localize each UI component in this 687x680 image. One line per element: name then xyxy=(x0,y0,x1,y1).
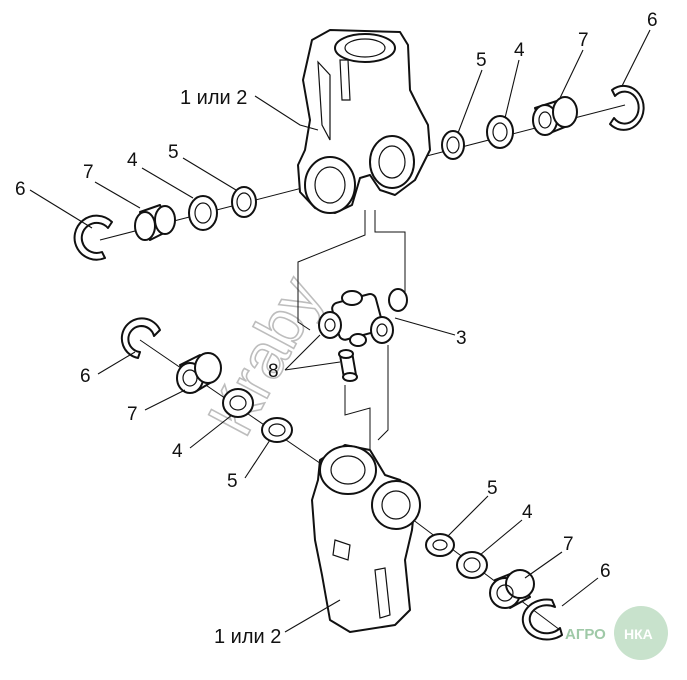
label-5-topleft: 5 xyxy=(168,142,179,163)
label-5-bottomright: 5 xyxy=(487,478,498,499)
label-8: 8 xyxy=(268,361,279,382)
label-4-bottomleft: 4 xyxy=(172,441,183,462)
leader-6-bottomleft xyxy=(97,351,136,375)
label-3: 3 xyxy=(456,328,467,349)
top-yoke xyxy=(297,29,431,214)
label-6-topleft: 6 xyxy=(15,179,26,200)
leader-7-topleft xyxy=(94,181,141,209)
top-connector-line-2 xyxy=(374,210,406,292)
top-right-bearing xyxy=(532,96,578,136)
top-left-seal xyxy=(188,195,218,231)
agronka-logo: АГРО НКА xyxy=(565,606,668,660)
leader-4-bottomright xyxy=(479,519,523,556)
label-7-topleft: 7 xyxy=(83,162,94,183)
leader-7-bottomleft xyxy=(144,389,186,411)
bottom-left-bearing xyxy=(176,352,222,394)
leader-yoke-bottom xyxy=(284,599,341,633)
label-yoke-top: 1 или 2 xyxy=(180,87,247,109)
top-left-washer xyxy=(231,186,257,218)
leader-6-topright xyxy=(621,29,651,87)
bottom-left-seal xyxy=(222,388,254,418)
top-right-seal xyxy=(486,115,514,149)
label-7-bottomright: 7 xyxy=(563,534,574,555)
leader-5-bottomright xyxy=(447,495,489,537)
leader-4-topleft xyxy=(141,167,194,199)
bottom-connector-line-2 xyxy=(377,345,389,441)
label-4-bottomright: 4 xyxy=(522,502,533,523)
logo-circle xyxy=(614,606,668,660)
bottom-connector-line xyxy=(344,385,371,455)
label-6-bottomright: 6 xyxy=(600,561,611,582)
leader-yoke-top xyxy=(254,95,319,131)
leader-5-topright xyxy=(457,69,483,134)
grease-nipple xyxy=(338,349,358,382)
logo-right-text: НКА xyxy=(624,626,653,642)
leader-8 xyxy=(284,334,341,371)
leader-3 xyxy=(394,317,456,336)
bottom-right-seal xyxy=(456,551,488,579)
leader-7-topright xyxy=(559,49,584,99)
leader-6-bottomright xyxy=(561,577,599,607)
bottom-left-washer xyxy=(261,417,293,443)
top-connector-line xyxy=(297,210,366,331)
label-5-topright: 5 xyxy=(476,50,487,71)
label-yoke-bottom: 1 или 2 xyxy=(214,626,281,648)
top-right-washer xyxy=(441,130,465,160)
label-4-topright: 4 xyxy=(514,40,525,61)
leader-5-topleft xyxy=(182,157,237,191)
top-left-bearing xyxy=(134,204,176,241)
label-6-bottomleft: 6 xyxy=(80,366,91,387)
spider-cross xyxy=(318,288,408,347)
top-right-circlip xyxy=(609,84,645,131)
bottom-yoke xyxy=(311,444,421,633)
label-6-topright: 6 xyxy=(647,10,658,31)
leader-4-topright xyxy=(504,59,520,119)
leader-5-bottomleft xyxy=(244,439,271,479)
logo-left-text: АГРО xyxy=(565,626,606,643)
leader-6-topleft xyxy=(29,189,93,229)
label-4-topleft: 4 xyxy=(127,150,138,171)
label-7-bottomleft: 7 xyxy=(127,404,138,425)
leader-4-bottomleft xyxy=(189,414,233,449)
leader-7-bottomright xyxy=(524,551,563,579)
bottom-right-washer xyxy=(425,533,455,557)
bottom-right-circlip xyxy=(521,598,563,641)
label-7-topright: 7 xyxy=(578,30,589,51)
bottom-left-circlip xyxy=(120,317,161,359)
label-5-bottomleft: 5 xyxy=(227,471,238,492)
top-left-circlip xyxy=(73,214,113,261)
